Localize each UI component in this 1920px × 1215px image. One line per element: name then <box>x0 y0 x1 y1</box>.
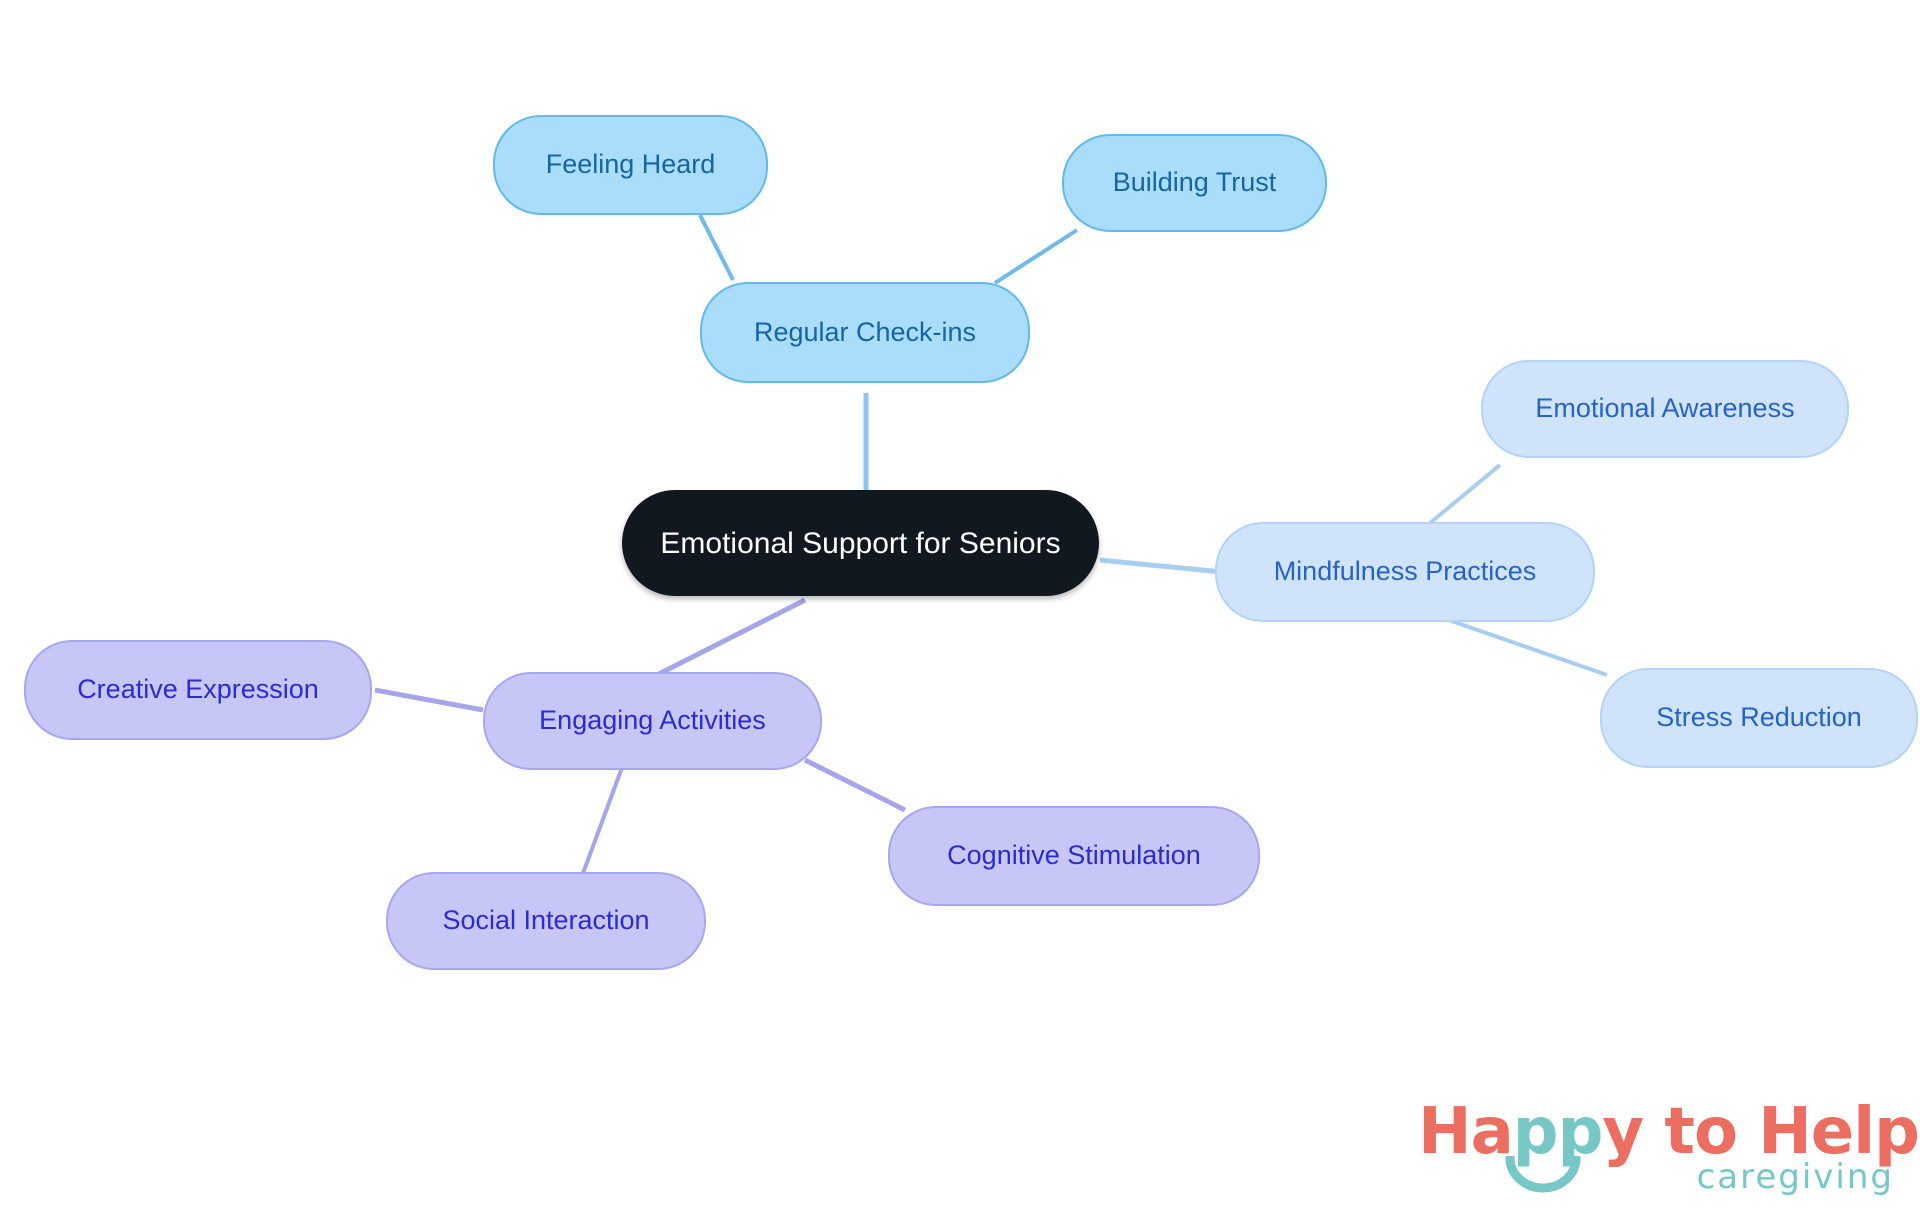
logo-tagline: caregiving <box>1696 1157 1894 1197</box>
node-building-trust-label: Building Trust <box>1112 167 1277 198</box>
edge-root-to-engaging-activities <box>645 597 807 683</box>
node-regular-check-ins-label: Regular Check-ins <box>753 316 977 347</box>
node-root[interactable]: Emotional Support for Seniors <box>622 490 1099 596</box>
smile-icon <box>1505 1156 1581 1193</box>
edge-regular-check-ins-to-feeling-heard <box>698 214 735 281</box>
node-regular-check-ins[interactable]: Regular Check-ins <box>700 282 1030 383</box>
node-root-label: Emotional Support for Seniors <box>660 526 1061 560</box>
edge-engaging-to-cognitive-stimulation <box>803 757 907 813</box>
edge-engaging-to-social-interaction <box>580 764 625 877</box>
node-cognitive-stimulation-label: Cognitive Stimulation <box>947 840 1201 871</box>
logo-text-pp: pp <box>1512 1095 1604 1169</box>
node-engaging-activities[interactable]: Engaging Activities <box>483 672 822 770</box>
logo-text-ha: Ha <box>1418 1095 1514 1169</box>
node-cognitive-stimulation[interactable]: Cognitive Stimulation <box>888 806 1260 906</box>
node-social-interaction[interactable]: Social Interaction <box>386 872 706 970</box>
node-social-interaction-label: Social Interaction <box>442 905 650 936</box>
brand-logo: Happy to Help caregiving <box>1418 1100 1920 1197</box>
edge-engaging-to-creative-expression <box>374 687 484 713</box>
node-engaging-activities-label: Engaging Activities <box>539 705 766 736</box>
node-creative-expression[interactable]: Creative Expression <box>24 640 372 740</box>
node-emotional-awareness[interactable]: Emotional Awareness <box>1481 360 1849 458</box>
logo-text-to-help: to Help <box>1643 1095 1920 1169</box>
logo-wordmark: Happy to Help <box>1418 1100 1920 1164</box>
edge-mindfulness-to-emotional-awareness <box>1422 463 1502 530</box>
node-mindfulness-practices[interactable]: Mindfulness Practices <box>1215 522 1595 622</box>
node-mindfulness-practices-label: Mindfulness Practices <box>1273 556 1537 587</box>
edge-regular-check-ins-to-building-trust <box>993 228 1079 285</box>
node-stress-reduction[interactable]: Stress Reduction <box>1600 668 1918 768</box>
logo-text-y: y <box>1602 1095 1644 1169</box>
node-feeling-heard[interactable]: Feeling Heard <box>493 115 768 215</box>
node-emotional-awareness-label: Emotional Awareness <box>1535 393 1795 424</box>
edge-root-to-mindfulness-practices <box>1099 557 1223 575</box>
edge-mindfulness-to-stress-reduction <box>1442 616 1608 677</box>
node-creative-expression-label: Creative Expression <box>77 674 319 705</box>
node-stress-reduction-label: Stress Reduction <box>1656 702 1862 733</box>
node-feeling-heard-label: Feeling Heard <box>545 149 716 180</box>
node-building-trust[interactable]: Building Trust <box>1062 134 1327 232</box>
